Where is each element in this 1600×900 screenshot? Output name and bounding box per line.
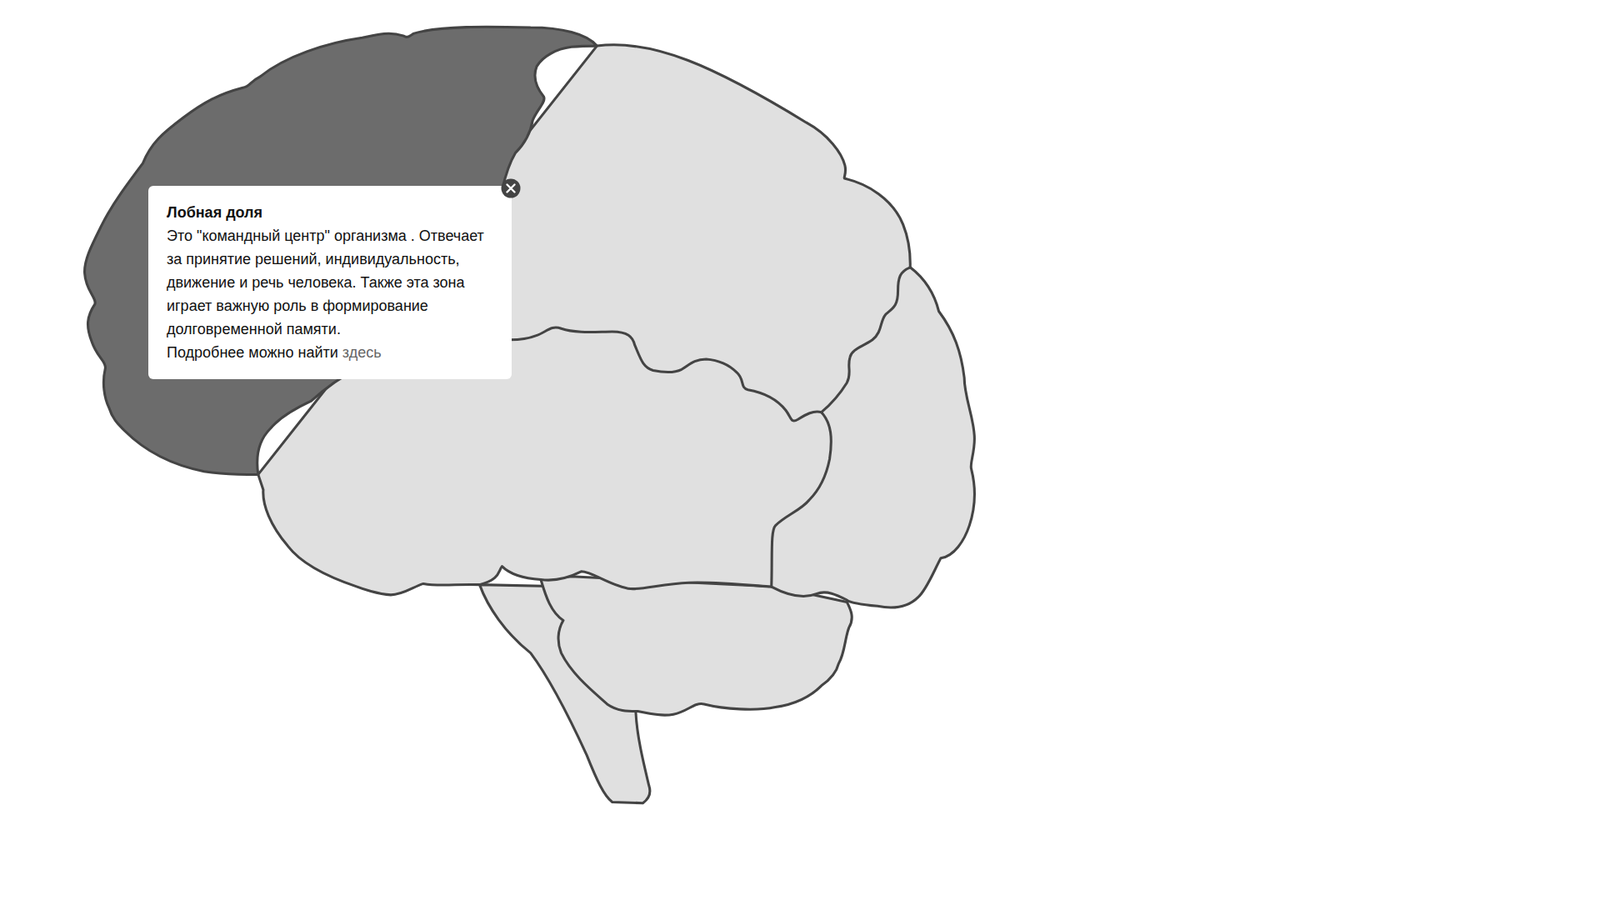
tooltip-more: Подробнее можно найти <box>166 344 339 361</box>
frontal-lobe <box>85 26 598 475</box>
sulcus-line <box>510 327 821 421</box>
tooltip-link: здесь <box>342 344 382 361</box>
info-tooltip: Лобная доляЭто "командный центр" организ… <box>148 185 512 380</box>
sulcus-line <box>771 412 832 587</box>
sulcus-line <box>821 267 911 413</box>
tooltip-body: Это "командный центр" организма . Отвеча… <box>166 224 494 341</box>
tooltip-title: Лобная доля <box>166 200 494 225</box>
tooltip-more-line: Подробнее можно найти здесь <box>166 340 494 365</box>
close-icon <box>500 178 521 199</box>
